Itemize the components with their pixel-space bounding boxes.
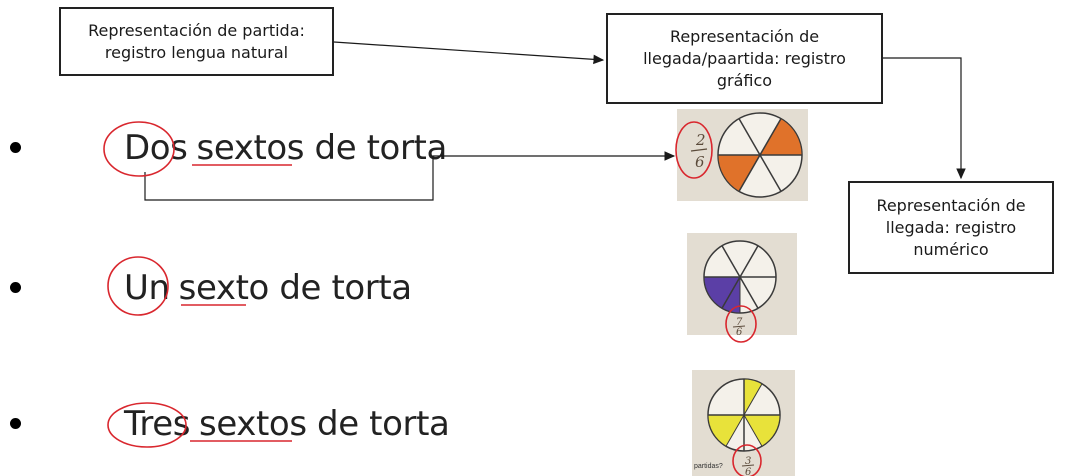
graphic-box-line-1: Representación de — [669, 26, 820, 46]
pie-slice-shaded — [743, 414, 781, 447]
fraction-denominator: 6 — [745, 467, 752, 476]
pie-slice-shaded — [707, 414, 745, 447]
pie-two-sixths-graphic: 2 6 — [690, 112, 803, 198]
graphic-representation-box: Representación de llegada/paartida: regi… — [606, 13, 883, 104]
fraction-denominator: 6 — [695, 153, 705, 171]
graphic-box-line-2: llegada/paartida: registro — [643, 48, 846, 68]
phrase-rest: sextos de torta — [196, 128, 448, 168]
source-box-line-2: registro lengua natural — [104, 42, 289, 62]
pie-slice-shaded — [717, 154, 761, 193]
pie-one-sixth-graphic: 7 6 — [703, 240, 777, 335]
fraction-numerator: 2 — [695, 131, 706, 149]
pie-three-sixths-graphic: 3 6 — [707, 378, 781, 476]
pie-drawing-three-sixths: 3 6 partidas? — [692, 370, 795, 476]
pie-slice-shaded — [759, 117, 803, 156]
pie-drawing-one-sixth: 7 6 — [687, 233, 797, 335]
bullet-icon — [10, 418, 21, 429]
connector-arrow-graphic-to-numeric — [883, 57, 966, 180]
phrase-rest: sexto de torta — [178, 268, 412, 308]
numeric-box-line-2: llegada: registro — [885, 217, 1017, 237]
numeric-representation-box: Representación de llegada: registro numé… — [848, 181, 1054, 274]
number-word: Tres — [124, 404, 191, 444]
bullet-icon — [10, 282, 21, 293]
numeric-box-line-1: Representación de — [876, 195, 1026, 215]
graphic-box-line-3: gráfico — [716, 70, 773, 90]
number-word: Dos — [124, 128, 188, 168]
pie-slice-shaded — [743, 378, 763, 417]
pie-divider — [738, 118, 782, 192]
fraction-bar — [741, 464, 755, 467]
pie-caption: partidas? — [694, 463, 723, 470]
bullet-icon — [10, 142, 21, 153]
number-word: Un — [124, 268, 170, 308]
pie-drawing-two-sixths: 2 6 — [677, 109, 808, 201]
source-representation-box: Representación de partida: registro leng… — [59, 7, 334, 76]
source-box-line-1: Representación de partida: — [88, 20, 305, 40]
numeric-box-line-3: numérico — [913, 239, 989, 259]
fraction-denominator: 6 — [736, 327, 743, 335]
connector-arrow-source-to-graphic — [333, 41, 605, 65]
fraction-bar — [690, 148, 708, 152]
pie-divider — [721, 245, 759, 309]
phrase-rest: sextos de torta — [199, 404, 450, 444]
